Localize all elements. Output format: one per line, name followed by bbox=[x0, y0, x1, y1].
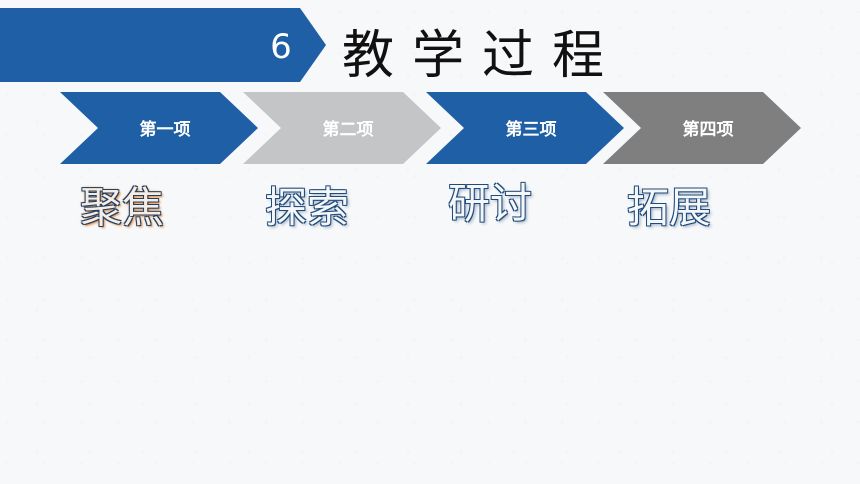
section-number: 6 bbox=[270, 27, 292, 67]
stage-word-focus: 聚焦 bbox=[80, 183, 165, 232]
step-label-2[interactable]: 第二项 bbox=[322, 120, 374, 140]
page-title: 教学过程 bbox=[342, 26, 623, 86]
step-chevron-1 bbox=[60, 92, 258, 164]
step-label-4[interactable]: 第四项 bbox=[682, 120, 734, 140]
step-label-1[interactable]: 第一项 bbox=[139, 120, 191, 140]
step-chevron-2 bbox=[243, 92, 441, 164]
stage-word-explore: 探索 bbox=[265, 183, 350, 232]
stage-word-discuss: 研讨 bbox=[448, 179, 533, 228]
section-number-badge bbox=[258, 22, 304, 72]
step-label-3[interactable]: 第三项 bbox=[505, 120, 557, 140]
title-banner bbox=[0, 8, 326, 82]
banner-ribbon bbox=[0, 8, 326, 82]
step-chevron-4 bbox=[603, 92, 801, 164]
step-chevrons bbox=[60, 92, 801, 164]
step-chevron-3 bbox=[426, 92, 624, 164]
stage-word-extend: 拓展 bbox=[627, 183, 712, 232]
